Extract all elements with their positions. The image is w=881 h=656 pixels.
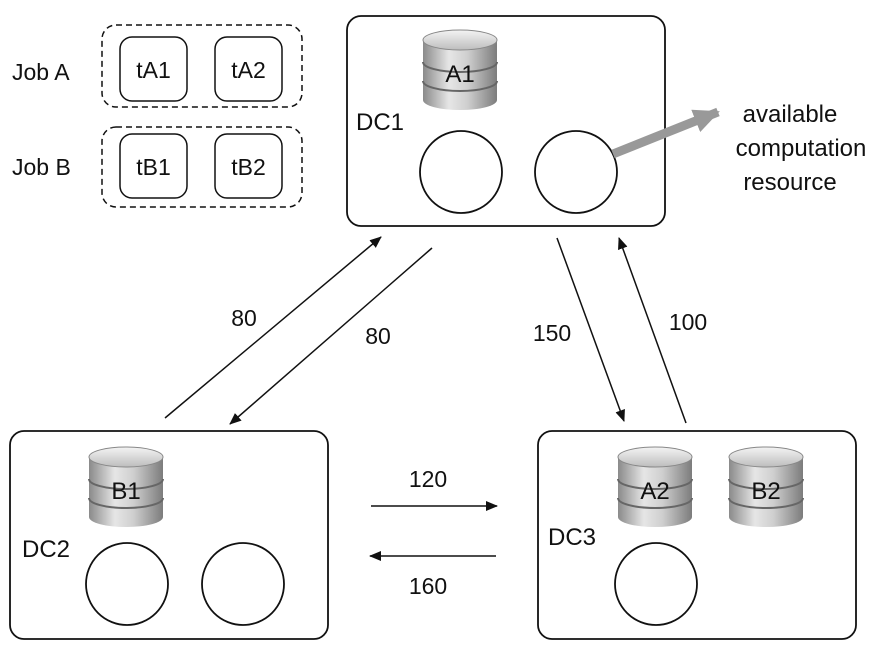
job-b-container bbox=[101, 126, 303, 208]
dc3-slot-1 bbox=[614, 542, 698, 626]
task-tb2-label: tB2 bbox=[231, 154, 266, 180]
task-ta2-label: tA2 bbox=[231, 57, 266, 83]
link-dc3-to-dc2-label: 160 bbox=[409, 573, 447, 599]
job-a-label: Job A bbox=[12, 59, 70, 85]
dc3-label: DC3 bbox=[548, 524, 596, 551]
link-dc2-to-dc3-label: 120 bbox=[409, 466, 447, 492]
job-b-group: Job B tB1 tB2 bbox=[12, 126, 303, 208]
link-dc1-to-dc2-arrow bbox=[229, 247, 433, 425]
link-dc1-to-dc2-label: 80 bbox=[365, 323, 391, 349]
dc1-box: A1 DC1 bbox=[346, 15, 666, 227]
task-ta1-box bbox=[119, 36, 188, 102]
job-a-group: Job A tA1 tA2 bbox=[12, 24, 303, 108]
dc1-slot-2 bbox=[534, 130, 618, 214]
callout-arrow bbox=[611, 107, 720, 159]
task-tb1-box bbox=[119, 133, 188, 199]
link-dc2-to-dc1-arrow bbox=[164, 236, 382, 419]
dataset-b2-label: B2 bbox=[751, 478, 780, 505]
dc2-box: B1 DC2 bbox=[9, 430, 329, 640]
dc2-slot-2 bbox=[201, 542, 285, 626]
job-a-container bbox=[101, 24, 303, 108]
database-icon-b1: B1 bbox=[88, 446, 164, 528]
link-dc2-to-dc1-label: 80 bbox=[231, 305, 257, 331]
dc1-slot-1 bbox=[419, 130, 503, 214]
database-icon-a2: A2 bbox=[617, 446, 693, 528]
link-dc3-to-dc1-label: 100 bbox=[669, 309, 707, 335]
callout-line-3: resource bbox=[743, 169, 836, 196]
dc2-label: DC2 bbox=[22, 536, 70, 563]
database-icon-a1: A1 bbox=[422, 29, 498, 111]
dataset-a1-label: A1 bbox=[445, 61, 474, 88]
database-icon-b2: B2 bbox=[728, 446, 804, 528]
task-tb2-box bbox=[214, 133, 283, 199]
dc1-label: DC1 bbox=[356, 109, 404, 136]
callout-line-2: computation bbox=[736, 135, 867, 162]
callout-line-1: available bbox=[743, 101, 838, 128]
task-ta2-box bbox=[214, 36, 283, 102]
link-dc1-to-dc3-label: 150 bbox=[533, 320, 571, 346]
dc3-box: A2 B2 DC3 bbox=[537, 430, 857, 640]
callout-text: available computation resource bbox=[736, 101, 867, 196]
job-b-label: Job B bbox=[12, 154, 71, 180]
task-ta1-label: tA1 bbox=[136, 57, 171, 83]
link-dc1-to-dc3-arrow bbox=[556, 237, 625, 422]
dataset-b1-label: B1 bbox=[111, 478, 140, 505]
dc2-slot-1 bbox=[85, 542, 169, 626]
dataset-a2-label: A2 bbox=[640, 478, 669, 505]
link-dc3-to-dc1-arrow bbox=[618, 237, 687, 424]
task-tb1-label: tB1 bbox=[136, 154, 171, 180]
